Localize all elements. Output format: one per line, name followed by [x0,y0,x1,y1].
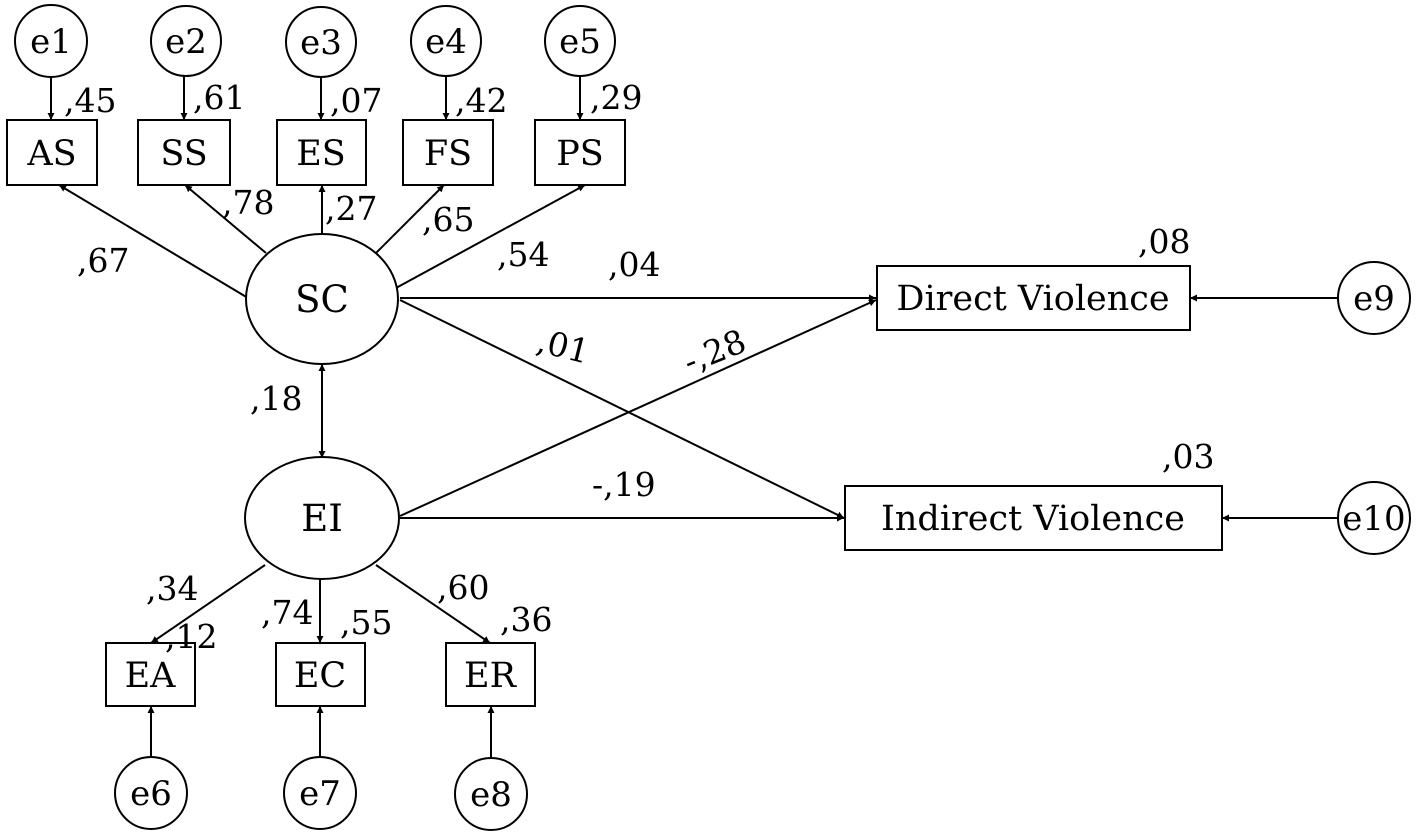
indicator-ss: SS [137,119,231,186]
loading-sc-ss: ,78 [222,183,274,222]
outcome-direct-violence: Direct Violence [876,265,1191,331]
r2-es: ,07 [330,81,382,120]
r2-as: ,45 [64,81,116,120]
indicator-er: ER [445,642,536,707]
latent-ei-label: EI [301,497,343,540]
indicator-ss-label: SS [160,134,207,174]
indicator-ec-label: EC [294,656,346,696]
loading-ei-er: ,60 [437,568,489,607]
indicator-as: AS [6,119,98,186]
error-e5-label: e5 [559,22,601,62]
outcome-indirect-violence: Indirect Violence [844,485,1223,551]
indicator-ps: PS [534,119,626,186]
covariance-sc-ei-label: ,18 [250,379,302,418]
indicator-es: ES [276,119,367,186]
error-e10: e10 [1337,481,1411,555]
loading-ei-ec: ,74 [261,593,313,632]
r2-direct-violence: ,08 [1138,222,1190,261]
r2-ea: ,12 [165,617,217,656]
error-e1-label: e1 [30,22,72,62]
error-e3: e3 [285,6,357,78]
ei-to-ea-path [150,564,266,644]
loading-sc-fs: ,65 [422,200,474,239]
indicator-ea-label: EA [125,656,177,696]
indicator-as-label: AS [26,134,76,174]
loading-sc-es: ,27 [325,189,377,228]
r2-ss: ,61 [193,78,245,117]
path-sc-direct-label: ,04 [608,245,660,284]
indicator-fs-label: FS [424,134,472,174]
indicator-ps-label: PS [556,134,604,174]
path-sc-indirect-label: ,01 [533,321,593,372]
error-e2-label: e2 [165,22,207,62]
indicator-es-label: ES [296,134,346,174]
error-e8-label: e8 [470,775,512,815]
indicator-fs: FS [402,119,494,186]
latent-sc-label: SC [295,278,349,321]
latent-sc: SC [245,233,399,365]
error-e6-label: e6 [130,774,172,814]
indicator-er-label: ER [464,656,518,696]
loading-sc-as: ,67 [77,241,129,280]
r2-indirect-violence: ,03 [1162,437,1214,476]
error-e9-label: e9 [1353,279,1395,319]
path-ei-indirect-label: -,19 [592,465,656,504]
indicator-ec: EC [275,642,366,707]
error-e10-label: e10 [1342,499,1405,539]
loading-sc-ps: ,54 [497,235,549,274]
error-e4-label: e4 [425,22,467,62]
error-e1: e1 [14,4,88,78]
sc-to-as-path [58,184,249,299]
r2-ec: ,55 [340,603,392,642]
loading-ei-ea: ,34 [146,569,198,608]
sc-to-ps-path [395,184,586,289]
error-e2: e2 [150,5,222,77]
ei-to-er-path [375,564,491,644]
error-e4: e4 [410,5,482,77]
path-ei-direct-label: -,28 [678,321,752,381]
outcome-direct-violence-label: Direct Violence [896,279,1169,319]
r2-fs: ,42 [455,81,507,120]
outcome-indirect-violence-label: Indirect Violence [881,499,1185,539]
indicator-ea: EA [105,642,196,707]
error-e6: e6 [114,756,188,830]
latent-ei: EI [244,456,400,580]
r2-er: ,36 [500,600,552,639]
sc-to-indirect-path [399,299,845,519]
error-e3-label: e3 [300,23,342,63]
error-e7-label: e7 [299,774,341,814]
ei-to-direct-path [399,299,877,517]
sc-to-ss-path [184,184,267,254]
sc-to-fs-path [375,184,445,254]
error-e7: e7 [283,756,357,830]
error-e8: e8 [454,757,528,831]
error-e5: e5 [544,5,616,77]
error-e9: e9 [1337,261,1411,335]
r2-ps: ,29 [590,78,642,117]
